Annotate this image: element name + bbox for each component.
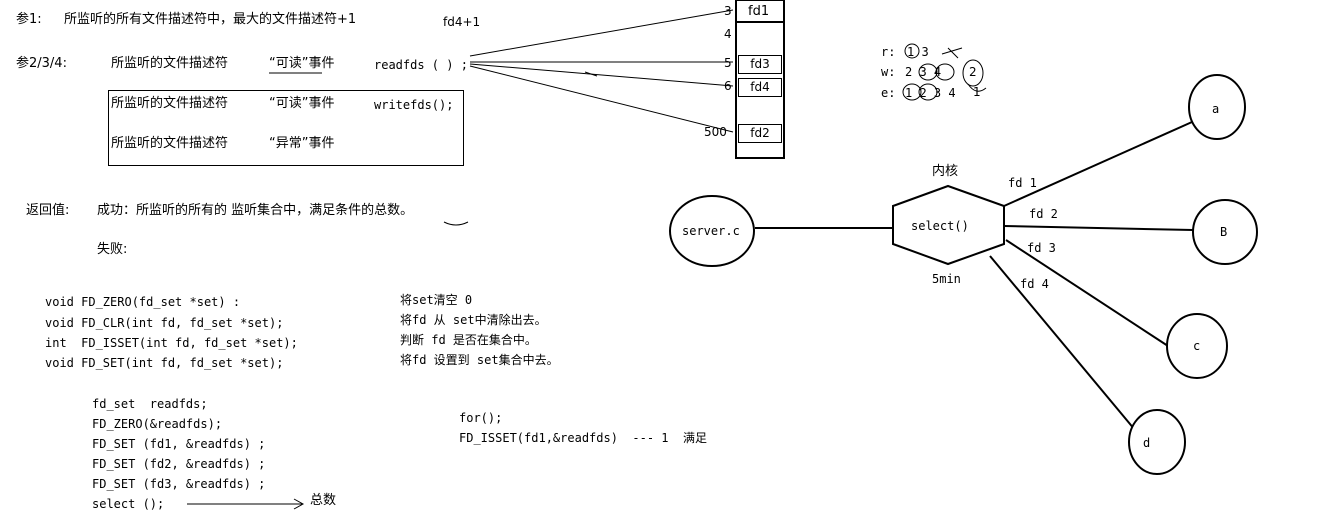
edge-label-fd2: fd 2 — [1029, 207, 1058, 221]
param-row2-desc: 所监听的文件描述符 — [111, 96, 229, 111]
fd-slot-fd3: fd3 — [738, 55, 782, 74]
client-d-ellipse — [1128, 409, 1186, 475]
client-B-label: B — [1220, 225, 1228, 239]
param-row1-func: readfds ( ) ; — [374, 58, 468, 72]
func-sig-clr: void FD_CLR(int fd, fd_set *set); — [45, 316, 284, 330]
param-box — [108, 90, 464, 166]
fd-index-4: 4 — [724, 27, 732, 41]
total-underline — [443, 221, 469, 226]
param-row2-func: writefds(); — [374, 98, 454, 112]
rwe-side-1: 2 — [969, 65, 977, 79]
edge-label-fd4: fd 4 — [1020, 277, 1049, 291]
param-row3-quote: “异常”事件 — [269, 136, 335, 151]
rwe-side-2: 1 — [973, 85, 981, 99]
server-ellipse — [669, 195, 755, 267]
client-a-label: a — [1212, 102, 1220, 116]
line-to-d — [989, 255, 1136, 431]
client-c-label: c — [1193, 339, 1201, 353]
code-line-1: fd_set readfds; — [92, 397, 208, 411]
client-B-ellipse — [1192, 199, 1258, 265]
rwe-r-key: r: — [881, 45, 896, 59]
param-row1-quote: “可读”事件 — [269, 56, 335, 71]
line-readfds-fd2 — [469, 65, 734, 133]
line-readfds-fd1 — [469, 9, 734, 57]
tick-mark — [584, 71, 598, 77]
edge-label-fd1: fd 1 — [1008, 176, 1037, 190]
client-a-ellipse — [1188, 74, 1246, 140]
func-sig-isset: int FD_ISSET(int fd, fd_set *set); — [45, 336, 298, 350]
func-desc-zero: 将set清空 0 — [400, 293, 473, 307]
select-hexagon — [892, 184, 1005, 266]
code-line-2: FD_ZERO(&readfds); — [92, 417, 223, 431]
server-label: server.c — [682, 224, 740, 238]
param-row3-desc: 所监听的文件描述符 — [111, 136, 229, 151]
return-label: 返回值: — [26, 203, 70, 218]
param1-note: fd4+1 — [443, 15, 481, 29]
line-readfds-fd4 — [469, 63, 734, 87]
func-sig-zero: void FD_ZERO(fd_set *set) : — [45, 295, 241, 309]
param234-label: 参2/3/4: — [16, 56, 67, 71]
fd-table-frame — [735, 0, 785, 159]
code-line-3: FD_SET (fd1, &readfds) ; — [92, 437, 266, 451]
code-arrow-head — [293, 498, 305, 510]
fd-index-3: 3 — [724, 4, 732, 18]
param1-label: 参1: — [16, 12, 42, 27]
code-line-5: FD_SET (fd3, &readfds) ; — [92, 477, 266, 491]
client-d-label: d — [1143, 436, 1151, 450]
code-line-6: select (); — [92, 497, 165, 511]
line-to-c — [1005, 239, 1169, 347]
fd-slot-fd1: fd1 — [748, 4, 770, 19]
line-to-B — [1003, 225, 1194, 231]
func-desc-set: 将fd 设置到 set集合中去。 — [400, 353, 559, 367]
timeout-label: 5min — [932, 272, 961, 286]
param-row2-quote: “可读”事件 — [269, 96, 335, 111]
fd-slot-fd2: fd2 — [738, 124, 782, 143]
code-line-4: FD_SET (fd2, &readfds) ; — [92, 457, 266, 471]
edge-label-fd3: fd 3 — [1027, 241, 1056, 255]
kernel-label: 内核 — [932, 164, 959, 179]
fd-index-5: 5 — [724, 56, 732, 70]
code-arrow-label: 总数 — [310, 493, 337, 508]
func-desc-clr: 将fd 从 set中清除出去。 — [400, 313, 547, 327]
func-sig-set: void FD_SET(int fd, fd_set *set); — [45, 356, 284, 370]
param-row1-desc: 所监听的文件描述符 — [111, 56, 229, 71]
rwe-r-vals: 1 3 — [907, 45, 929, 59]
return-success: 成功：所监听的所有的 监听集合中，满足条件的总数。 — [97, 203, 414, 218]
loop-code-1: for(); — [459, 411, 503, 425]
client-c-ellipse — [1166, 313, 1228, 379]
return-fail: 失败: — [97, 242, 128, 257]
fd-index-6: 6 — [724, 79, 732, 93]
fd-slot-fd4: fd4 — [738, 78, 782, 97]
fd-index-500: 500 — [704, 125, 727, 139]
rwe-e-key: e: — [881, 86, 896, 100]
select-label: select() — [911, 219, 969, 233]
loop-code-2: FD_ISSET(fd1,&readfds) --- 1 满足 — [459, 431, 707, 445]
rwe-w-key: w: — [881, 65, 896, 79]
param1-desc: 所监听的所有文件描述符中，最大的文件描述符+1 — [64, 12, 357, 27]
func-desc-isset: 判断 fd 是否在集合中。 — [400, 333, 537, 347]
rwe-w-vals: 2 3 4 — [905, 65, 942, 79]
rwe-e-vals: 1 2 3 4 — [905, 86, 956, 100]
line-to-a — [1003, 121, 1193, 207]
